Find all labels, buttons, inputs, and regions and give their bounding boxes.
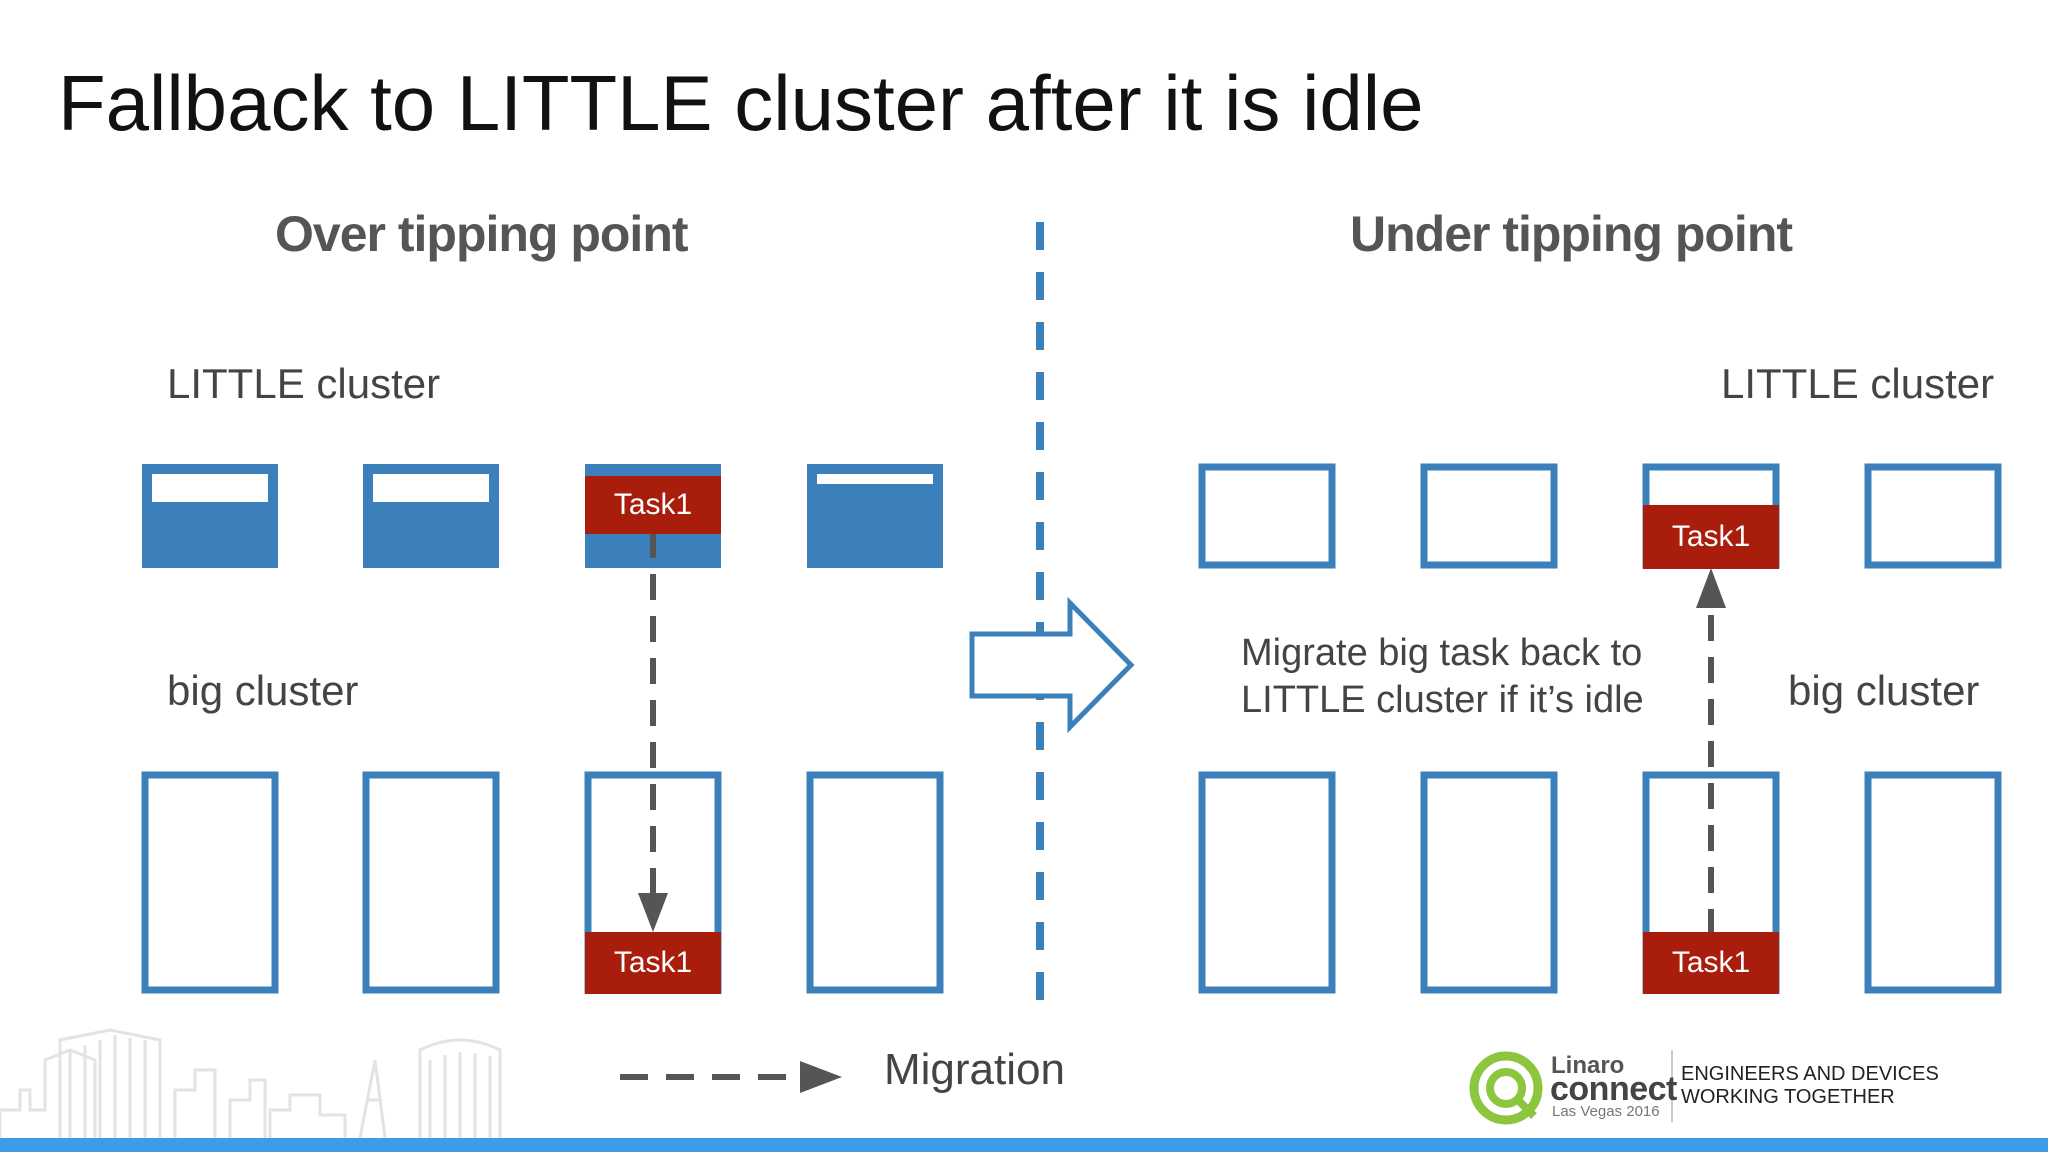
slide-title: Fallback to LITTLE cluster after it is i…: [58, 59, 1424, 147]
tagline-line-1: ENGINEERS AND DEVICES: [1681, 1063, 1939, 1085]
left-little-cluster-label: LITTLE cluster: [167, 360, 441, 407]
left-little-core-4: [807, 464, 943, 568]
brand-product: connect: [1550, 1070, 1677, 1108]
right-little-core-4: [1864, 463, 2002, 569]
right-big-core-4: [1864, 771, 2002, 994]
skyline-decoration: [0, 1028, 502, 1139]
left-big-task-label: Task1: [613, 946, 693, 979]
right-big-cluster-label: big cluster: [1788, 667, 1980, 714]
left-little-core-1: [142, 464, 278, 568]
left-big-task-badge: Task1: [585, 932, 721, 994]
right-big-core-1: [1198, 771, 1336, 994]
left-big-cluster-label: big cluster: [167, 667, 359, 714]
brand-tagline: ENGINEERS AND DEVICES WORKING TOGETHER: [1681, 1063, 1939, 1109]
migration-note-line-2: LITTLE cluster if it’s idle: [1241, 679, 1644, 721]
right-little-task-label: Task1: [1671, 520, 1751, 553]
right-big-core-2: [1420, 771, 1558, 994]
left-little-task-badge: Task1: [585, 476, 721, 534]
left-migration-arrowhead: [638, 893, 668, 932]
left-heading: Over tipping point: [275, 206, 689, 262]
right-little-core-2: [1420, 463, 1558, 569]
right-little-cluster-label: LITTLE cluster: [1721, 360, 1995, 407]
legend-arrowhead: [800, 1061, 842, 1093]
left-big-core-2: [362, 771, 500, 994]
bottom-accent-bar: [0, 1138, 2048, 1152]
brand-name: Linaro: [1551, 1052, 1625, 1079]
linaro-logo-icon: [1469, 1051, 1543, 1125]
right-big-task-label: Task1: [1671, 946, 1751, 979]
migration-note: Migrate big task back to LITTLE cluster …: [1241, 630, 1711, 724]
left-big-core-4: [806, 771, 944, 994]
right-migration-arrowhead: [1696, 568, 1726, 608]
tagline-line-2: WORKING TOGETHER: [1681, 1086, 1895, 1108]
migration-note-line-1: Migrate big task back to: [1241, 632, 1643, 674]
legend-label: Migration: [884, 1045, 1065, 1094]
transition-arrow-icon: [969, 596, 1135, 734]
right-big-task-badge: Task1: [1643, 932, 1779, 994]
right-heading: Under tipping point: [1350, 206, 1793, 262]
right-little-core-1: [1198, 463, 1336, 569]
brand-event: Las Vegas 2016: [1552, 1103, 1660, 1120]
right-little-task-badge: Task1: [1643, 505, 1779, 569]
left-little-task-label: Task1: [613, 488, 693, 521]
left-little-core-2: [363, 464, 499, 568]
left-big-core-1: [141, 771, 279, 994]
